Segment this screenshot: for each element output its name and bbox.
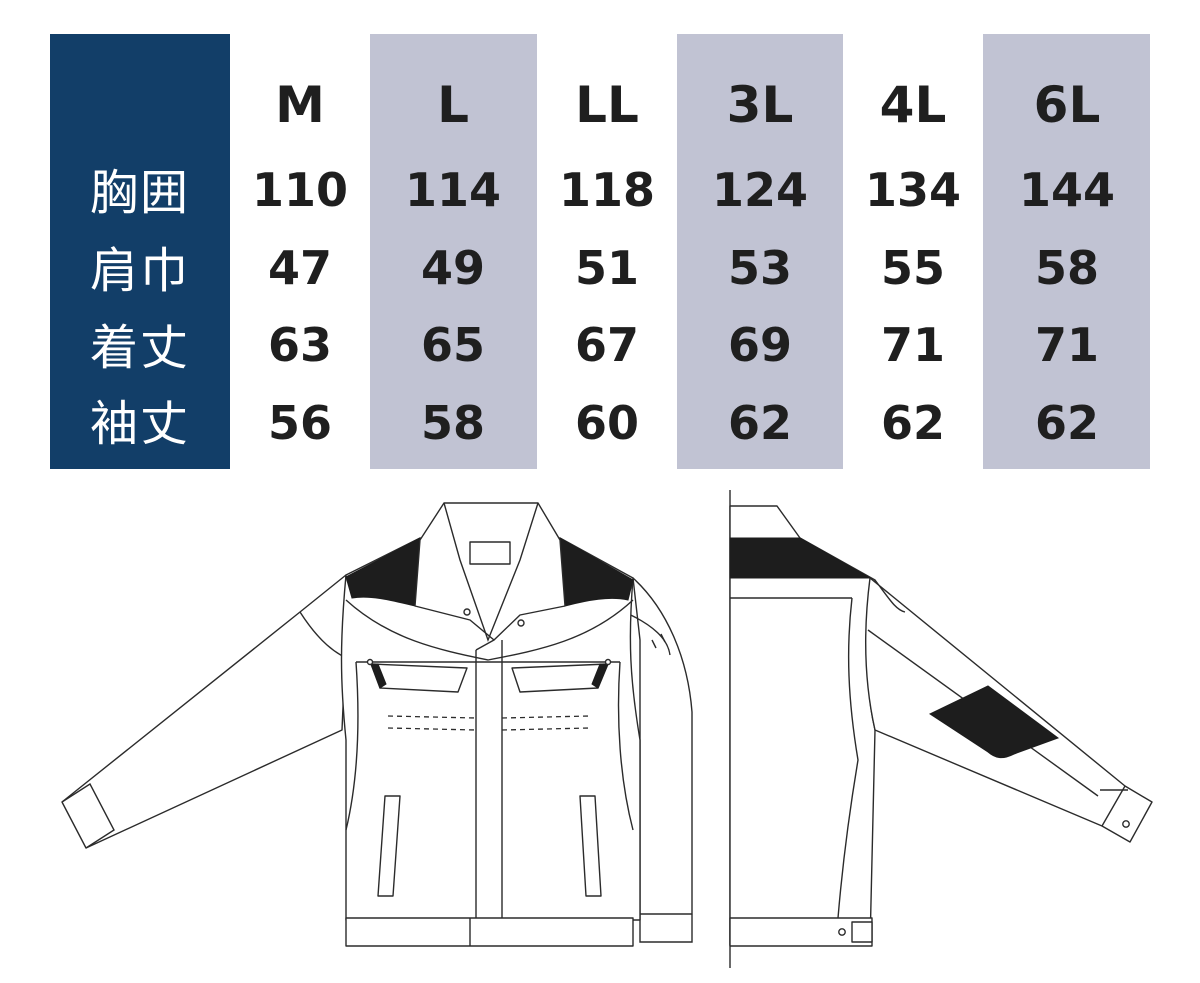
cell-chest-6l: 144: [1018, 163, 1116, 217]
shaded-column-6l: [983, 34, 1150, 469]
shaded-column-l: [370, 34, 537, 469]
jacket-front-icon: [61, 502, 693, 947]
size-header-6l: 6L: [1033, 76, 1101, 134]
jacket-back-half-icon: [729, 490, 1153, 968]
size-header-ll: LL: [575, 76, 639, 134]
cell-length-6l: 71: [1034, 318, 1099, 372]
row-label-sleeve-length: 袖丈: [89, 396, 190, 452]
cell-chest-3l: 124: [711, 163, 809, 217]
cell-shoulder-l: 49: [420, 241, 485, 295]
cell-shoulder-ll: 51: [574, 241, 639, 295]
cell-chest-m: 110: [251, 163, 349, 217]
shaded-column-3l: [677, 34, 843, 469]
cell-length-3l: 69: [727, 318, 792, 372]
row-label-column: [50, 34, 230, 469]
row-label-chest: 胸囲: [89, 165, 190, 221]
cell-shoulder-6l: 58: [1034, 241, 1099, 295]
cell-shoulder-m: 47: [267, 241, 332, 295]
row-label-shoulder: 肩巾: [89, 243, 190, 299]
cell-sleeve-4l: 62: [880, 396, 945, 450]
cell-length-m: 63: [267, 318, 332, 372]
cell-sleeve-6l: 62: [1034, 396, 1099, 450]
cell-chest-ll: 118: [558, 163, 656, 217]
cell-sleeve-3l: 62: [727, 396, 792, 450]
cell-length-4l: 71: [880, 318, 945, 372]
cell-chest-4l: 134: [864, 163, 962, 217]
size-header-3l: 3L: [726, 76, 794, 134]
cell-length-ll: 67: [574, 318, 639, 372]
cell-sleeve-m: 56: [267, 396, 332, 450]
cell-shoulder-3l: 53: [727, 241, 792, 295]
size-header-4l: 4L: [879, 76, 947, 134]
size-header-l: L: [437, 76, 469, 134]
cell-shoulder-4l: 55: [880, 241, 945, 295]
cell-chest-l: 114: [404, 163, 502, 217]
cell-sleeve-ll: 60: [574, 396, 639, 450]
row-label-body-length: 着丈: [89, 320, 190, 376]
cell-length-l: 65: [420, 318, 485, 372]
size-header-m: M: [275, 76, 325, 134]
cell-sleeve-l: 58: [420, 396, 485, 450]
